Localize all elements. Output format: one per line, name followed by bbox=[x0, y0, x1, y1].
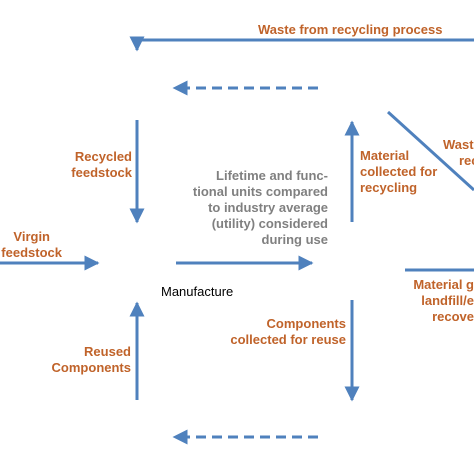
diagonal-waste-arrow bbox=[386, 110, 474, 192]
label-line: Lifetime and func- bbox=[216, 168, 328, 183]
label-manufacture: Manufacture bbox=[161, 284, 234, 299]
label-line: to industry average bbox=[208, 200, 328, 215]
label-recycled-feedstock: Recycled feedstock bbox=[50, 149, 132, 181]
label-line: Recycled bbox=[74, 149, 132, 164]
label-line: recove bbox=[432, 309, 474, 324]
label-line: feedstock bbox=[1, 245, 62, 260]
label-line: during use bbox=[261, 232, 328, 247]
label-line: Virgin bbox=[13, 229, 50, 244]
label-material-recycling: Material collected for recycling bbox=[360, 148, 437, 196]
label-line: Components bbox=[51, 360, 131, 375]
label-line: Components bbox=[266, 316, 346, 331]
label-line: recycling bbox=[360, 180, 418, 195]
label-waste-right: Waste rec bbox=[443, 137, 474, 169]
label-material-landfill: Material g landfill/e recove bbox=[400, 277, 474, 325]
waste-recycling-arrow bbox=[129, 36, 474, 52]
label-line: tional units compared bbox=[192, 184, 328, 199]
label-line: feedstock bbox=[71, 165, 132, 180]
label-components-reuse: Components collected for reuse bbox=[215, 316, 346, 348]
label-waste-recycling: Waste from recycling process bbox=[258, 22, 443, 37]
label-line: rec bbox=[459, 153, 474, 168]
label-reused-components: Reused Components bbox=[40, 344, 131, 376]
label-line: collected for reuse bbox=[230, 332, 346, 347]
label-line: (utility) considered bbox=[211, 216, 328, 231]
label-line: landfill/e bbox=[421, 293, 474, 308]
label-line: Reused bbox=[84, 344, 131, 359]
label-lifetime: Lifetime and func- tional units compared… bbox=[160, 168, 328, 248]
label-line: Material bbox=[360, 148, 410, 163]
label-virgin-feedstock: Virgin feedstock bbox=[0, 229, 62, 261]
label-line: collected for bbox=[360, 164, 438, 179]
label-line: Waste bbox=[443, 137, 474, 152]
label-line: Material g bbox=[413, 277, 474, 292]
